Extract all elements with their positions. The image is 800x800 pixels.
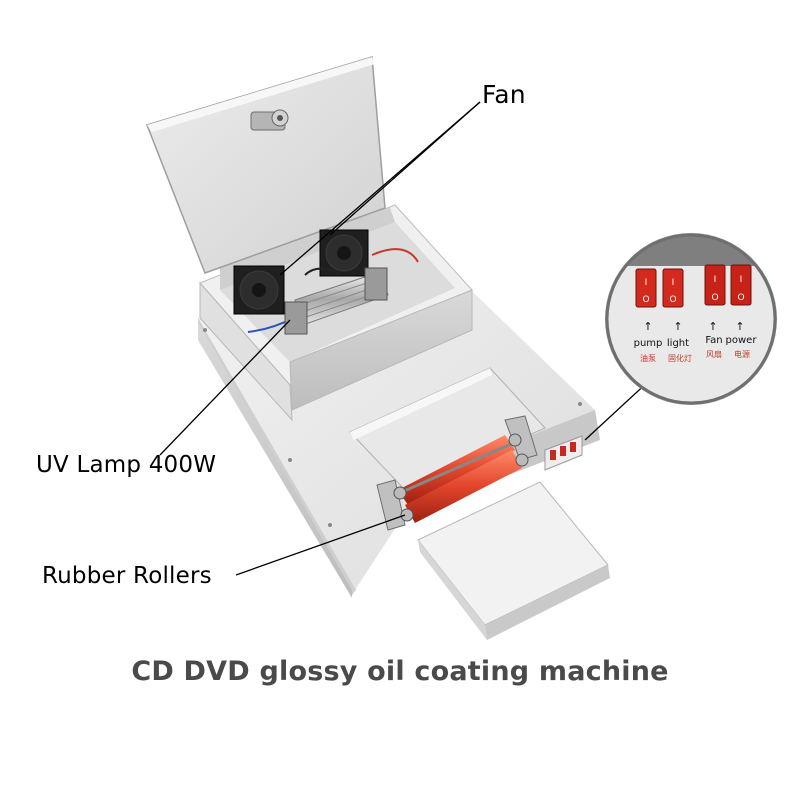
fan-left-icon [233, 265, 285, 315]
uv-leader-line [159, 319, 291, 456]
power-cn-label: 电源 [734, 349, 750, 359]
pump-label: pump [634, 338, 663, 349]
control-panel-zoom: I O I O I O I O ↑ ↑ ↑ ↑ [605, 233, 777, 405]
pump-switch[interactable]: I O [635, 268, 657, 308]
hinged-lid [146, 56, 386, 274]
light-cn-label: 固化灯 [668, 353, 692, 363]
svg-text:O: O [737, 293, 744, 303]
svg-text:I: I [645, 278, 648, 288]
fan-cn-label: 风扇 [706, 349, 722, 359]
svg-text:I: I [672, 278, 675, 288]
fan-leader-line-2 [279, 101, 481, 276]
lid-latch [250, 109, 289, 131]
fan-right-icon [319, 229, 369, 277]
power-label: power [726, 335, 758, 346]
feed-tray [417, 481, 610, 640]
svg-text:I: I [740, 275, 743, 285]
svg-text:I: I [714, 275, 717, 285]
pump-cn-label: 油泵 [640, 353, 656, 363]
fan-switch[interactable]: I O [704, 264, 726, 306]
fan-label-callout: Fan [482, 80, 526, 109]
fan-label: Fan [705, 335, 722, 346]
arrow-up-icon: ↑ [643, 320, 652, 333]
svg-text:O: O [669, 295, 676, 305]
rollers-leader-line [235, 514, 406, 576]
svg-text:O: O [642, 295, 649, 305]
light-switch[interactable]: I O [662, 268, 684, 308]
arrow-up-icon: ↑ [673, 320, 682, 333]
rubber-rollers-label-callout: Rubber Rollers [42, 563, 212, 589]
svg-text:O: O [711, 293, 718, 303]
leader-lines [159, 101, 651, 576]
uv-lamp-label-callout: UV Lamp 400W [36, 452, 217, 478]
arrow-up-icon: ↑ [735, 320, 744, 333]
power-switch[interactable]: I O [730, 264, 752, 306]
rubber-roller-back [398, 435, 515, 505]
panel-leader-line [584, 379, 651, 441]
switch-panel-small [544, 435, 583, 471]
rubber-roller-front [405, 450, 522, 523]
arrow-up-icon: ↑ [708, 320, 717, 333]
product-caption: CD DVD glossy oil coating machine [131, 656, 669, 687]
uv-lamp [284, 267, 389, 335]
roller-unit [349, 367, 546, 531]
light-label: light [667, 338, 689, 349]
